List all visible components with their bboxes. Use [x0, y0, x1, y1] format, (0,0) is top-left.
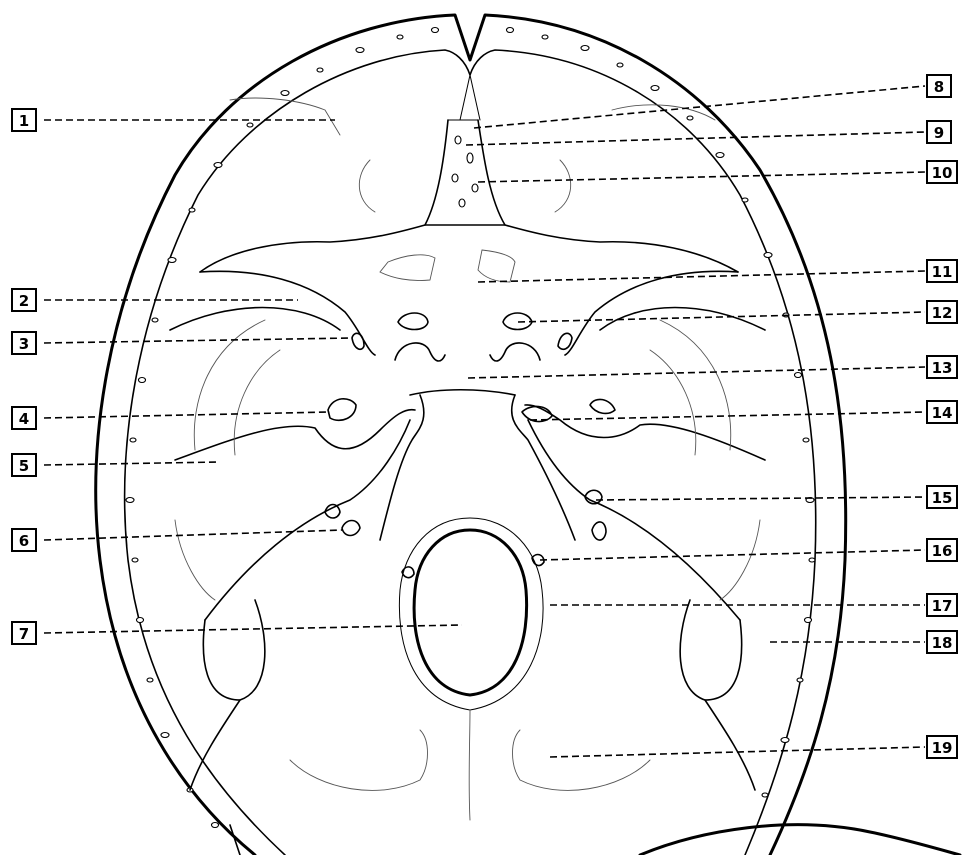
- skull-outline: [96, 15, 960, 855]
- label-8-text: 8: [934, 78, 944, 96]
- label-18-text: 18: [932, 634, 953, 652]
- label-10: 10: [927, 161, 957, 183]
- label-13: 13: [927, 356, 957, 378]
- label-1: 1: [12, 109, 36, 131]
- label-5: 5: [12, 454, 36, 476]
- leader-13: [468, 367, 925, 378]
- middle-cranial-fossa: [170, 271, 765, 620]
- label-3-text: 3: [19, 335, 29, 353]
- label-14-text: 14: [932, 404, 953, 422]
- label-19: 19: [927, 736, 957, 758]
- label-9-text: 9: [934, 124, 944, 142]
- label-17: 17: [927, 594, 957, 616]
- label-13-text: 13: [932, 359, 953, 377]
- label-9: 9: [927, 121, 951, 143]
- label-2-text: 2: [19, 292, 29, 310]
- leader-10: [478, 172, 925, 182]
- falx-and-crista-galli: [425, 75, 505, 225]
- label-15-text: 15: [932, 489, 953, 507]
- label-16-text: 16: [932, 542, 953, 560]
- label-8: 8: [927, 75, 951, 97]
- leader-16: [540, 550, 925, 560]
- label-12: 12: [927, 301, 957, 323]
- label-2: 2: [12, 289, 36, 311]
- leader-5: [44, 462, 220, 465]
- leader-8: [474, 86, 925, 128]
- label-10-text: 10: [932, 164, 953, 182]
- leader-19: [550, 747, 925, 757]
- leader-4: [44, 412, 330, 418]
- leader-9: [466, 132, 925, 145]
- label-15: 15: [927, 486, 957, 508]
- label-16: 16: [927, 539, 957, 561]
- label-11: 11: [927, 260, 957, 282]
- leader-7: [44, 625, 462, 633]
- posterior-cranial-fossa: [190, 518, 755, 820]
- label-boxes: 1 2 3 4 5 6 7 8 9 10 11 12 13 14 15 16 1…: [12, 75, 957, 758]
- diploe-texture: [126, 28, 815, 828]
- leader-6: [44, 530, 342, 540]
- leader-lines: [44, 86, 925, 757]
- label-17-text: 17: [932, 597, 953, 615]
- label-19-text: 19: [932, 739, 953, 757]
- label-4-text: 4: [19, 410, 29, 428]
- label-14: 14: [927, 401, 957, 423]
- label-1-text: 1: [19, 112, 29, 130]
- label-12-text: 12: [932, 304, 953, 322]
- label-11-text: 11: [932, 263, 953, 281]
- label-6-text: 6: [19, 532, 29, 550]
- label-18: 18: [927, 631, 957, 653]
- leader-15: [596, 497, 925, 500]
- label-6: 6: [12, 529, 36, 551]
- label-4: 4: [12, 407, 36, 429]
- label-7: 7: [12, 622, 36, 644]
- label-5-text: 5: [19, 457, 29, 475]
- label-7-text: 7: [19, 625, 29, 643]
- leader-3: [44, 338, 352, 343]
- leader-14: [530, 412, 925, 420]
- anterior-cranial-fossa: [200, 98, 738, 282]
- label-3: 3: [12, 332, 36, 354]
